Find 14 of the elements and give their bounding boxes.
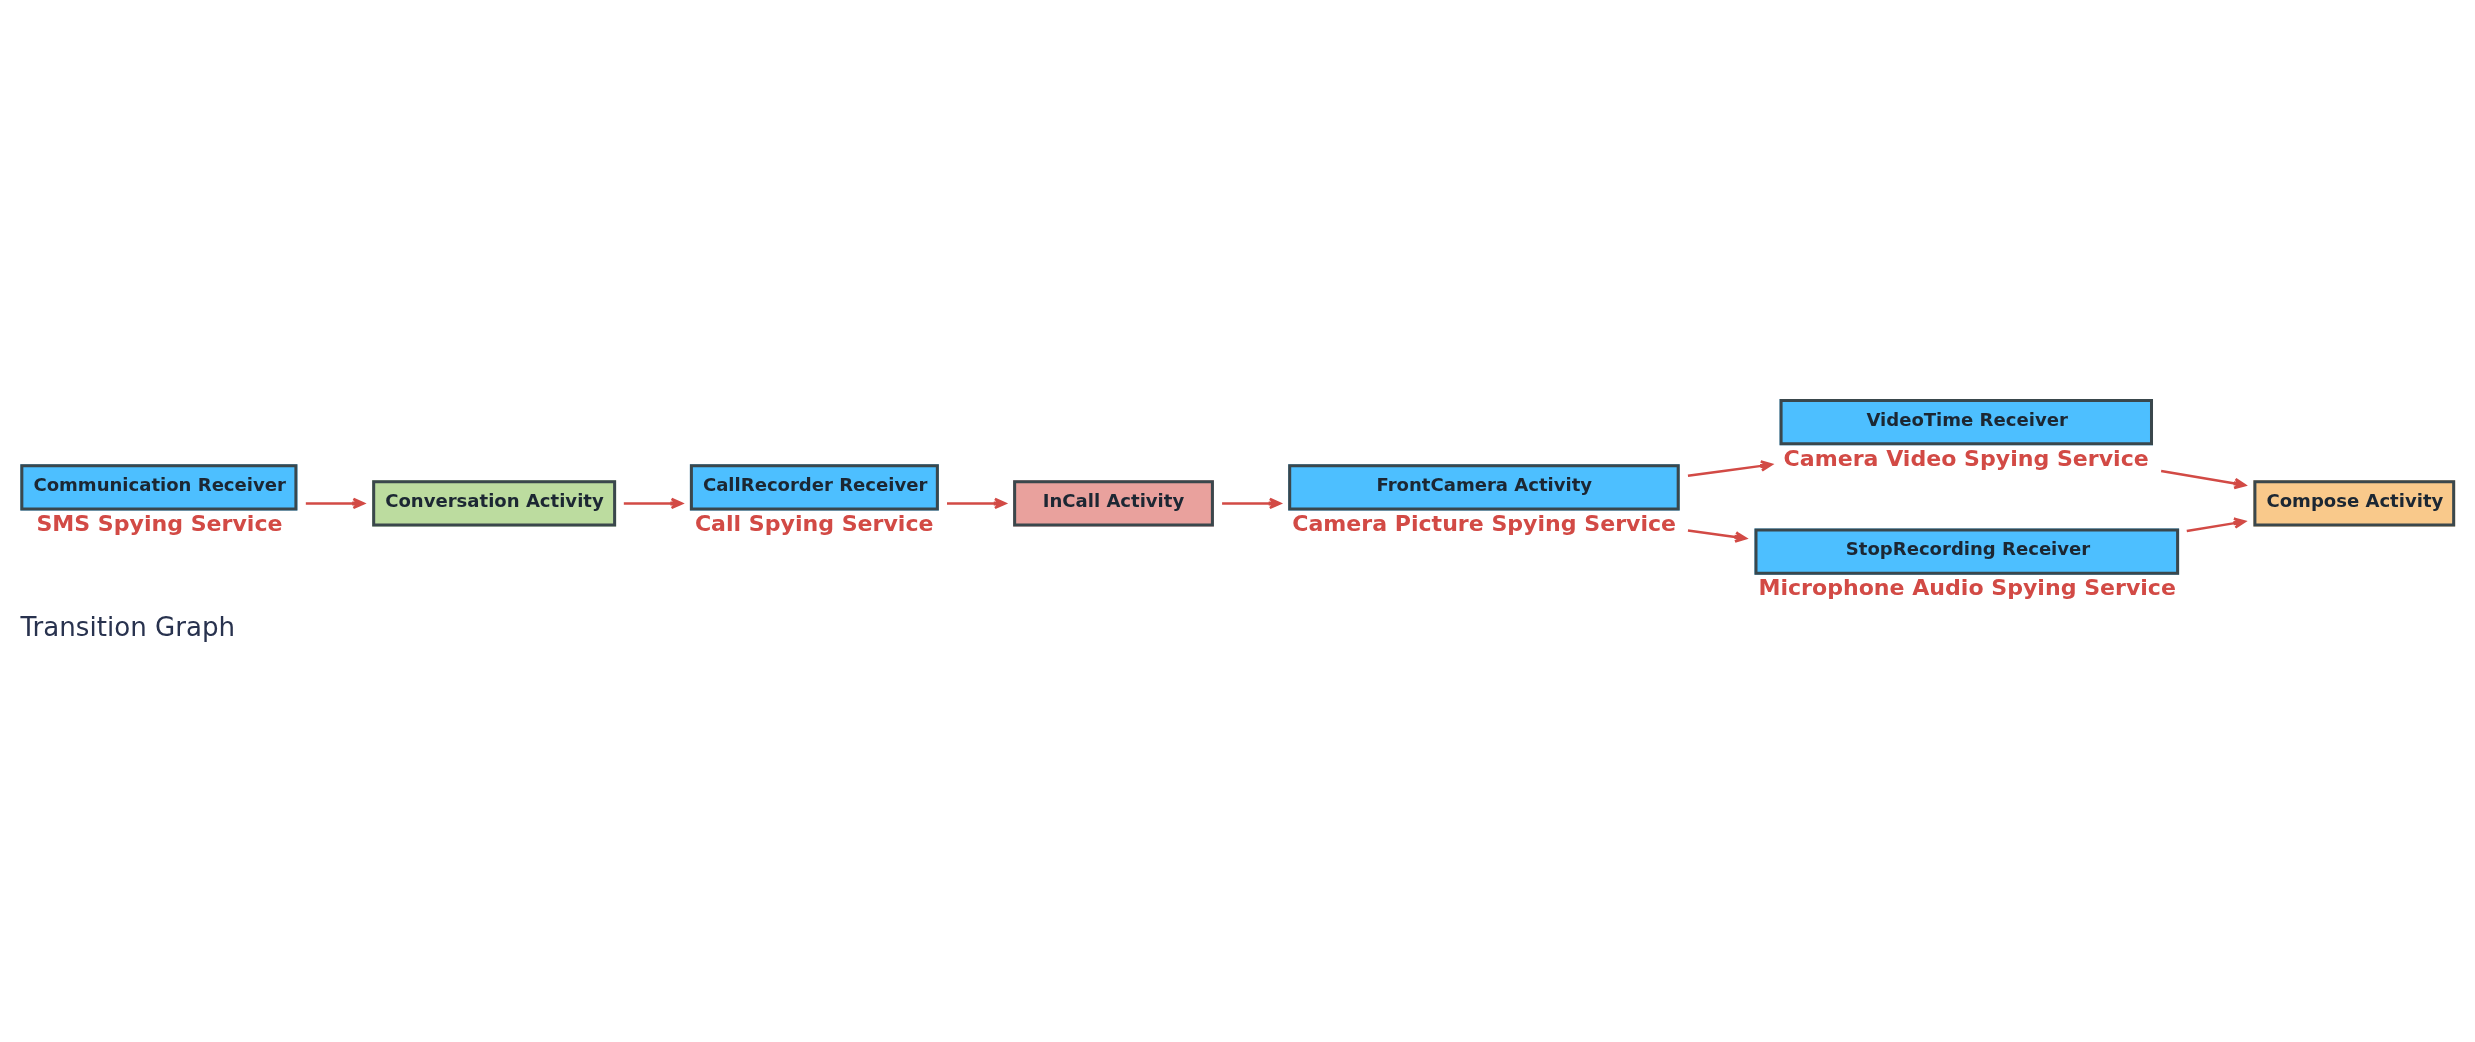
node-label: Call Spying Service [694,510,934,536]
arrow [1687,528,1747,543]
arrow [623,497,683,509]
arrow [2186,516,2246,532]
arrow [1222,497,1282,509]
node-label: Microphone Audio Spying Service [1758,574,2176,600]
node-label: Camera Video Spying Service [1783,445,2149,471]
node-label: SMS Spying Service [36,510,283,536]
arrow [1687,459,1773,477]
arrow [305,497,365,509]
arrow [2160,469,2247,489]
node-label: Camera Picture Spying Service [1292,510,1677,536]
arrow [947,497,1007,509]
diagram-title: Transition Graph [20,611,236,642]
